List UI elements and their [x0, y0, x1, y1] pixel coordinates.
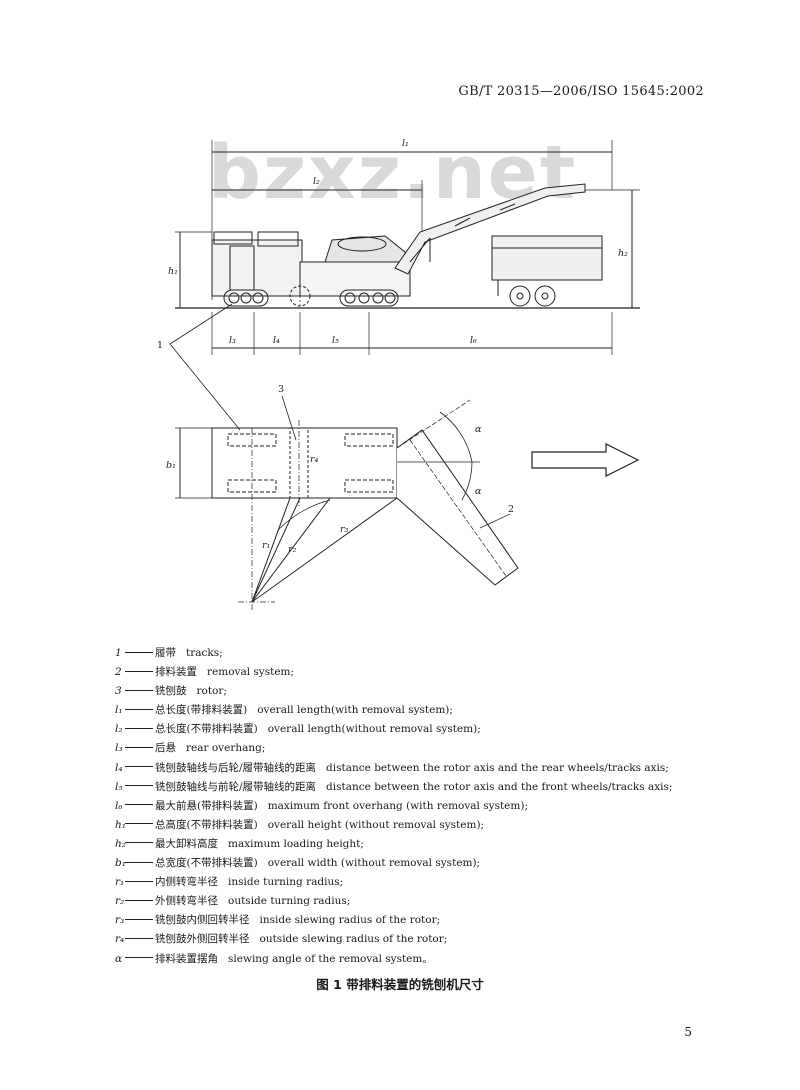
- label-b1: b₁: [166, 460, 176, 471]
- label-alpha-1: α: [475, 424, 482, 435]
- direction-arrow-icon: [531, 443, 640, 477]
- label-r2: r₂: [288, 544, 297, 555]
- dimension-figure: l₁ l₂ h₁ h₂ l₃ l₄ l₅ l₆ b₁ r₁ r₂ r₃ r₄ α…: [157, 138, 640, 612]
- figure-caption: 图 1 带排料装置的铣刨机尺寸: [316, 977, 484, 992]
- milling-machine-top-view: [211, 420, 398, 508]
- page-number: 5: [684, 1025, 692, 1039]
- label-l2: l₂: [313, 176, 320, 187]
- label-l6: l₆: [470, 335, 477, 346]
- label-l5: l₅: [332, 335, 339, 346]
- dimension-h2: [585, 189, 640, 308]
- label-alpha-2: α: [475, 486, 482, 497]
- dimension-l2: [212, 180, 423, 236]
- callout-2: 2: [508, 504, 514, 515]
- label-l4: l₄: [273, 335, 280, 346]
- dimension-b1: [175, 427, 212, 499]
- standard-number: GB/T 20315—2006/ISO 15645:2002: [458, 84, 704, 99]
- label-h2: h₂: [618, 248, 628, 259]
- callout-3: 3: [278, 384, 284, 395]
- dimension-chain-bottom: [211, 312, 613, 355]
- milling-machine-side-view: [211, 183, 586, 308]
- truck-side-view: [491, 235, 603, 307]
- label-r4: r₄: [310, 454, 319, 465]
- dimension-h1: [175, 231, 212, 308]
- label-l3: l₃: [229, 335, 236, 346]
- turning-radii: [238, 428, 398, 612]
- label-r3: r₃: [340, 524, 349, 535]
- removal-system-top-view: [396, 399, 519, 586]
- callout-1: 1: [157, 340, 163, 351]
- label-r1: r₁: [262, 540, 270, 551]
- label-h1: h₁: [168, 266, 178, 277]
- label-l1: l₁: [402, 138, 409, 149]
